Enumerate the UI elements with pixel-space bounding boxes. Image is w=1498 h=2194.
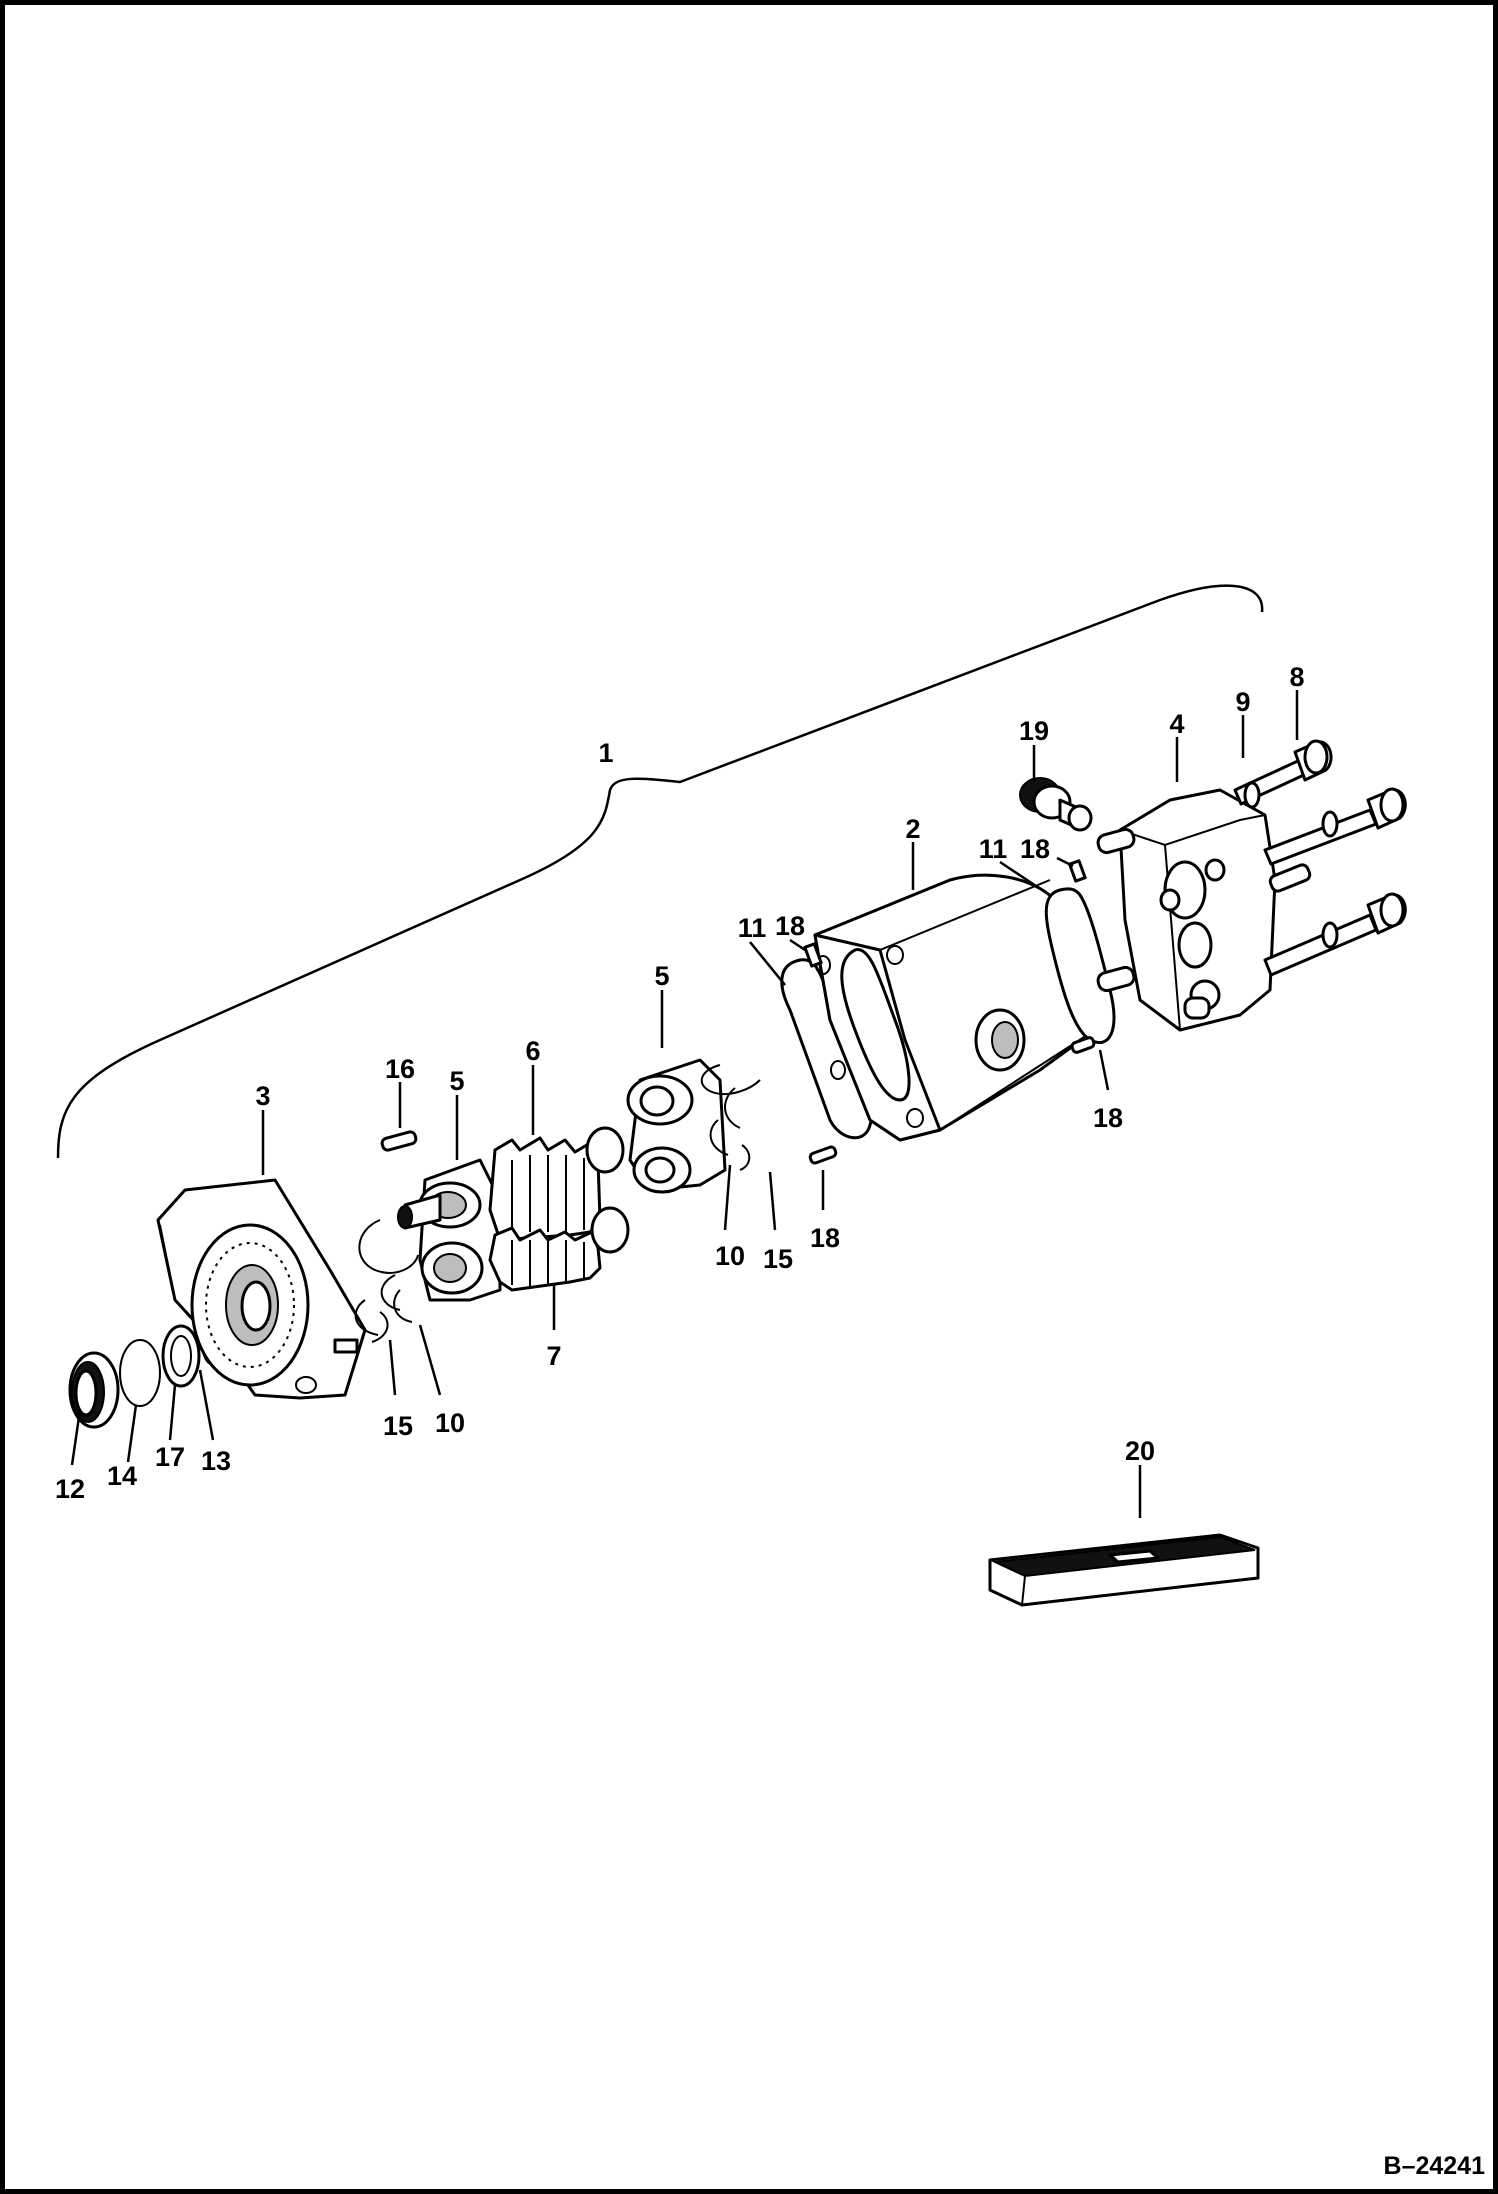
callout-6: 6	[525, 1036, 540, 1066]
seal-12	[68, 1351, 120, 1429]
cap-screw-8-rear	[1268, 863, 1312, 893]
callout-3: 3	[255, 1081, 270, 1111]
cap-screw-8-upper	[1233, 739, 1333, 809]
pump-body-2	[813, 873, 1097, 1142]
snap-ring-14	[119, 1339, 161, 1407]
front-flange-3	[156, 1178, 367, 1400]
rings-10-15-right	[700, 1064, 761, 1171]
callout-18-b: 18	[810, 1223, 840, 1253]
callout-17: 17	[155, 1442, 185, 1472]
key-16	[380, 1130, 418, 1152]
bearing-block-5-left	[397, 1158, 502, 1302]
bearing-block-5-right	[626, 1058, 727, 1194]
cap-screw-8-lower	[1263, 892, 1407, 977]
callout-5-right: 5	[654, 961, 669, 991]
assembly-brace	[56, 584, 1264, 1159]
dowel-pin-18-b	[808, 1145, 838, 1165]
leader-lines	[70, 690, 1299, 1518]
callout-11-left: 11	[738, 913, 767, 943]
callout-5-left: 5	[449, 1066, 464, 1096]
callout-15-right: 15	[763, 1244, 793, 1274]
callout-18-c: 18	[1020, 834, 1050, 864]
driven-gear-7	[488, 1206, 630, 1292]
snap-ring-15-left	[354, 1299, 389, 1343]
plug-19	[1019, 777, 1093, 832]
cap-screw-8-middle	[1263, 787, 1407, 866]
dowel-pin-18-a	[803, 942, 823, 968]
callout-20: 20	[1125, 1436, 1155, 1466]
callout-10-left: 10	[435, 1408, 465, 1438]
wear-plate-10-left	[393, 1289, 413, 1323]
o-ring-11-right	[1044, 887, 1116, 1044]
rear-cover-4	[1096, 788, 1277, 1032]
callout-12: 12	[55, 1474, 85, 1504]
callout-1: 1	[598, 738, 613, 768]
callout-15-left: 15	[383, 1411, 413, 1441]
dowel-pin-18-c	[1068, 859, 1087, 883]
callout-8: 8	[1289, 662, 1304, 692]
callout-13: 13	[201, 1446, 231, 1476]
callout-14: 14	[107, 1461, 137, 1491]
callout-11-right: 11	[979, 834, 1008, 864]
callout-19: 19	[1019, 716, 1049, 746]
callout-10-right: 10	[715, 1241, 745, 1271]
callout-4: 4	[1169, 709, 1184, 739]
callout-18-a: 18	[775, 911, 805, 941]
callout-18-d: 18	[1093, 1103, 1123, 1133]
callout-9: 9	[1235, 687, 1250, 717]
callout-2: 2	[905, 814, 920, 844]
dowel-pin-18-d	[1070, 1036, 1096, 1054]
seal-kit-20	[988, 1533, 1260, 1607]
callout-7: 7	[546, 1341, 561, 1371]
callout-16: 16	[385, 1054, 415, 1084]
document-number: B–24241	[1384, 2152, 1486, 2180]
drive-gear-6	[488, 1126, 625, 1242]
washer-17	[161, 1324, 201, 1388]
ring-pair-left	[358, 1219, 419, 1311]
